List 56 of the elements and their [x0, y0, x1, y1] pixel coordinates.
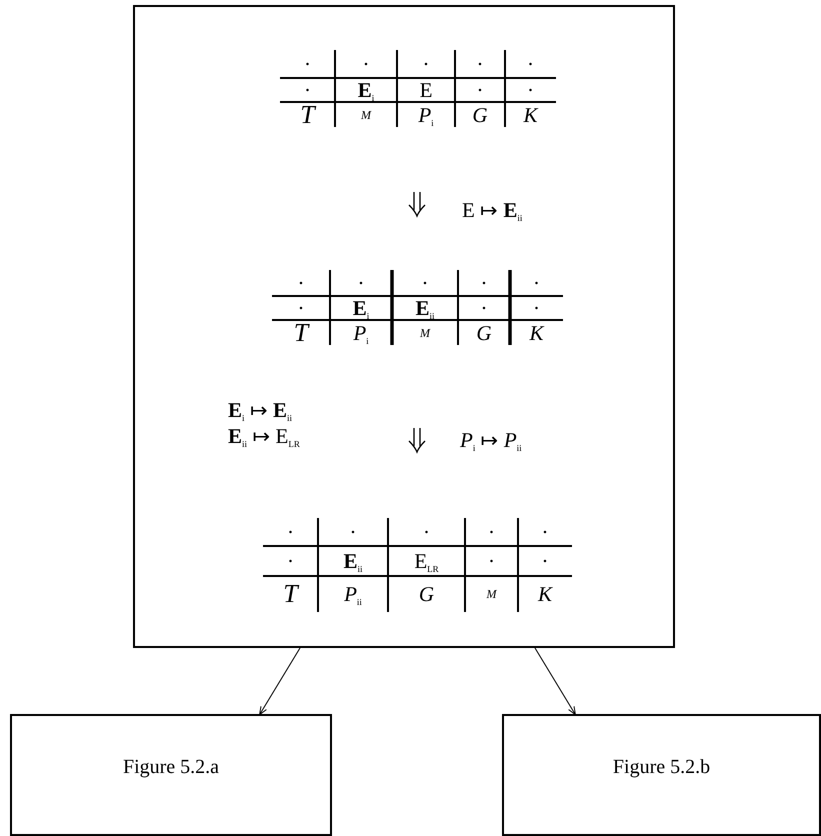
table-cell-text: M — [360, 106, 372, 124]
table-cell-text: T — [282, 582, 300, 606]
table-cell-text: · — [480, 271, 488, 295]
mapping-text: E$_{i}$ ↦ E$_{ii}$ — [228, 398, 292, 425]
mapping-text: E ↦ E$_{ii}$ — [462, 198, 522, 225]
table-cell-text: · — [356, 271, 366, 295]
frame-box — [133, 5, 675, 648]
table-cell-text: · — [422, 52, 430, 76]
table-cell-text: G — [471, 102, 489, 126]
mapping-text: E$_{ii}$ ↦ E$_{LR}$ — [228, 424, 300, 451]
table-cell-text: E$_{i}$ — [352, 296, 370, 323]
table-cell-text: P$_{i}$ — [417, 102, 435, 130]
table-cell-text: · — [296, 296, 306, 320]
table-cell-text: E$_{ii}$ — [342, 549, 364, 576]
mapping-text: P$_{i}$ ↦ P$_{ii}$ — [460, 428, 522, 455]
table-cell-text: · — [303, 52, 312, 76]
table-cell-text: E$_{i}$ — [356, 78, 376, 105]
table-cell-text: P$_{ii}$ — [343, 582, 363, 609]
table-cell-text: P$_{i}$ — [352, 320, 370, 348]
table-cell-text: · — [422, 520, 431, 544]
table-cell-text: G — [475, 320, 493, 344]
table-cell-text: E — [418, 78, 434, 102]
table-cell-text: · — [487, 520, 496, 544]
table-cell-text: T — [299, 102, 318, 126]
arrow — [259, 648, 300, 716]
table-cell-text: · — [532, 296, 541, 320]
table-cell-text: · — [476, 52, 484, 76]
figure-caption: Figure 5.2.a — [122, 756, 220, 779]
table-cell-text: · — [480, 296, 488, 320]
table-cell-text: M — [486, 586, 498, 603]
arrow — [534, 648, 576, 716]
figure-box — [502, 714, 821, 836]
table-cell-text: · — [286, 520, 295, 544]
table-cell-text: M — [419, 324, 432, 342]
table-cell-text: E$_{ii}$ — [414, 296, 436, 323]
table-cell-text: · — [286, 549, 295, 573]
table-cell-text: · — [476, 78, 484, 102]
table-cell-text: G — [418, 582, 436, 606]
table-cell-text: · — [303, 78, 312, 102]
table-cell-text: K — [528, 320, 546, 344]
figure-box — [10, 714, 332, 836]
figure-caption: Figure 5.2.b — [612, 756, 712, 779]
table-cell-text: · — [540, 549, 550, 573]
table-cell-text: E$_{LR}$ — [413, 549, 440, 576]
table-cell-text: · — [487, 549, 496, 573]
table-cell-text: · — [348, 520, 358, 544]
table-cell-text: · — [532, 271, 541, 295]
table-cell-text: · — [540, 520, 550, 544]
table-cell-text: · — [420, 271, 430, 295]
table-cell-text: · — [526, 78, 535, 102]
table-cell-text: · — [526, 52, 535, 76]
table-cell-text: · — [362, 52, 370, 76]
table-cell-text: T — [292, 320, 311, 344]
table-cell-text: K — [522, 102, 540, 126]
table-cell-text: · — [296, 271, 306, 295]
table-cell-text: K — [536, 582, 554, 606]
